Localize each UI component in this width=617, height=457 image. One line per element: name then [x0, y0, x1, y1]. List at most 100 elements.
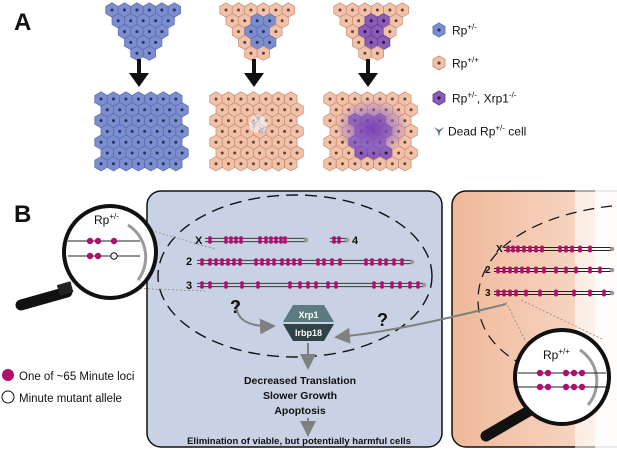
minute-locus	[564, 266, 568, 271]
minute-locus	[208, 261, 212, 266]
tissue-before-1-cell	[130, 45, 144, 61]
minute-locus	[338, 261, 342, 266]
right-magnifier-sup: +/+	[558, 347, 570, 356]
minute-locus	[572, 289, 576, 294]
minute-locus	[390, 284, 394, 289]
minute-locus	[220, 261, 224, 266]
minute-locus	[280, 261, 284, 266]
tissue-after-2-cell	[284, 156, 298, 172]
legend-a-4-rest: cell	[505, 125, 526, 139]
minute-locus	[598, 269, 602, 274]
minute-locus	[332, 236, 336, 241]
right-magnifier-lens	[513, 328, 611, 426]
minute-locus	[370, 258, 374, 263]
outcome-growth: Slower Growth	[263, 390, 337, 402]
minute-locus	[514, 266, 518, 271]
minute-locus	[522, 248, 526, 253]
tissue-after-1-cell	[125, 123, 139, 140]
minute-locus	[398, 281, 402, 286]
minute-locus	[536, 383, 544, 391]
minute-locus	[256, 284, 260, 289]
minute-locus	[578, 383, 586, 391]
minute-locus	[522, 245, 526, 250]
minute-locus	[232, 258, 236, 263]
tissue-after-2-cell	[234, 156, 248, 172]
minute-locus	[229, 236, 233, 241]
right-magnifier: Rp+/+	[480, 328, 611, 442]
minute-locus	[588, 248, 592, 253]
svg-text:Rp+/+: Rp+/+	[543, 347, 570, 362]
chromosome-3	[197, 281, 427, 289]
legend-a-3-sup2: -/-	[509, 91, 517, 100]
minute-locus	[224, 236, 228, 241]
minute-locus	[260, 258, 264, 263]
minute-locus	[554, 292, 558, 297]
minute-locus	[220, 258, 224, 263]
tissue-before-2-cell	[244, 2, 258, 18]
minute-locus	[239, 239, 243, 244]
minute-locus	[511, 245, 515, 250]
minute-locus	[496, 289, 500, 294]
minute-locus	[224, 281, 228, 286]
minute-locus	[588, 269, 592, 274]
minute-locus	[554, 289, 558, 294]
irbp18-label: Irbp18	[295, 328, 322, 338]
tissue-after-1-cell	[119, 112, 133, 129]
minute-locus	[384, 258, 388, 263]
xrp1-label: Xrp1	[298, 310, 318, 320]
tissue-after-3-cell	[348, 156, 362, 172]
minute-locus	[200, 261, 204, 266]
minute-locus	[508, 289, 512, 294]
minute-locus	[229, 239, 233, 244]
minute-locus	[380, 284, 384, 289]
legend-b: One of ~65 Minute loci Minute mutant all…	[1, 369, 134, 405]
minute-locus	[542, 266, 546, 271]
minute-locus	[502, 269, 506, 274]
minute-locus	[392, 261, 396, 266]
minute-locus	[400, 261, 404, 266]
dead-cell-icon	[434, 127, 444, 137]
minute-locus	[558, 245, 562, 250]
xrp1-irbp18-complex: Xrp1 Irbp18	[283, 305, 334, 341]
minute-locus	[408, 284, 412, 289]
minute-locus	[524, 292, 528, 297]
minute-locus	[332, 239, 336, 244]
minute-locus	[200, 258, 204, 263]
tissue-before-3-cell	[377, 34, 391, 51]
minute-locus	[416, 284, 420, 289]
minute-locus	[224, 239, 228, 244]
tissue-before-2-cell	[281, 2, 295, 18]
minute-locus	[390, 281, 394, 286]
tissue-before-2-cell	[225, 13, 239, 29]
right-chrom-3-label: 3	[485, 288, 491, 299]
outcome-apoptosis: Apoptosis	[274, 405, 325, 417]
minute-locus	[558, 248, 562, 253]
minute-locus	[326, 284, 330, 289]
tissue-before-2-cell	[238, 34, 252, 51]
minute-locus	[272, 258, 276, 263]
minute-locus	[372, 281, 376, 286]
minute-locus	[272, 261, 276, 266]
minute-locus	[528, 248, 532, 253]
minute-locus	[520, 266, 524, 271]
tissue-before-3-cell	[370, 45, 384, 61]
arrow-1-icon	[129, 59, 149, 87]
minute-locus	[516, 248, 520, 253]
tissue-after-3-cell	[360, 156, 374, 172]
minute-locus	[338, 258, 342, 263]
minute-locus	[380, 281, 384, 286]
minute-locus	[554, 266, 558, 271]
minute-locus	[226, 261, 230, 266]
legend-a-item-2: Rp+/+	[432, 56, 479, 71]
tissue-after-3-cell	[373, 156, 387, 172]
minute-locus	[234, 236, 238, 241]
legend-a-2-sup: +/+	[467, 56, 479, 65]
minute-locus	[334, 284, 338, 289]
right-nucleus-outline	[477, 205, 613, 391]
right-chromosome-2	[494, 266, 615, 274]
minute-locus	[224, 284, 228, 289]
minute-locus	[534, 248, 538, 253]
minute-locus	[400, 258, 404, 263]
tissue-after-1	[94, 91, 189, 172]
minute-locus	[588, 245, 592, 250]
